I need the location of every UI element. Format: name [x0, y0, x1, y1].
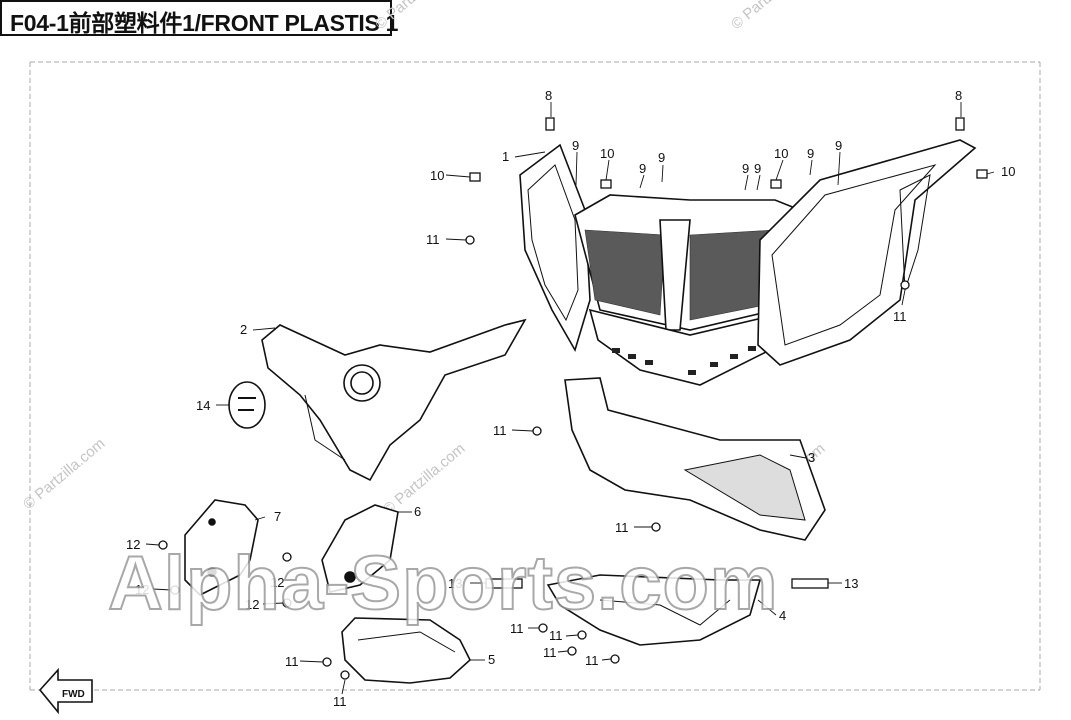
fwd-arrow-icon [38, 667, 93, 715]
fasteners [158, 117, 988, 680]
callout-9: 9 [639, 161, 646, 176]
callout-11: 11 [543, 645, 557, 660]
callout-2: 2 [240, 322, 247, 337]
callout-4: 4 [779, 608, 786, 623]
skid-plate-4 [546, 574, 762, 646]
callout-10: 10 [600, 146, 614, 161]
callout-13: 13 [844, 576, 858, 591]
callout-11: 11 [615, 520, 629, 535]
callout-7: 7 [274, 509, 281, 524]
callout-12: 12 [135, 582, 149, 597]
callout-6: 6 [414, 504, 421, 519]
callout-10: 10 [430, 168, 444, 183]
callout-1: 1 [502, 149, 509, 164]
fwd-label: FWD [62, 689, 85, 700]
callout-10: 10 [1001, 164, 1015, 179]
callout-labels: 1 2 3 4 5 6 7 8 8 9 9 9 9 9 9 9 10 10 10… [126, 88, 1015, 709]
callout-9: 9 [807, 146, 814, 161]
callout-12: 12 [126, 537, 140, 552]
leader-lines [145, 102, 995, 695]
callout-11: 11 [585, 653, 599, 668]
callout-3: 3 [808, 450, 815, 465]
callout-9: 9 [754, 161, 761, 176]
callout-11: 11 [549, 628, 563, 643]
callout-12: 12 [245, 597, 259, 612]
callout-11: 11 [510, 621, 524, 636]
callout-13: 13 [448, 576, 462, 591]
callout-12: 12 [270, 575, 284, 590]
front-fascia-part [519, 139, 977, 386]
callout-11: 11 [493, 423, 507, 438]
dashed-frame [29, 61, 1041, 691]
callout-9: 9 [835, 138, 842, 153]
emblem-part [228, 381, 266, 429]
lower-side-panel-part [564, 377, 826, 541]
lower-guard-5 [341, 617, 471, 684]
callout-9: 9 [658, 150, 665, 165]
callout-11: 11 [285, 654, 299, 669]
alpha-sports-watermark: Alpha-Sports.com [107, 540, 779, 627]
callout-9: 9 [742, 161, 749, 176]
bracket-cover-6 [321, 504, 399, 593]
callout-11: 11 [893, 309, 907, 324]
callout-9: 9 [572, 138, 579, 153]
callout-8: 8 [955, 88, 962, 103]
callout-10: 10 [774, 146, 788, 161]
callout-5: 5 [488, 652, 495, 667]
callout-8: 8 [545, 88, 552, 103]
callout-14: 14 [196, 398, 210, 413]
title-box: F04-1前部塑料件1/FRONT PLASTIS 1 [0, 0, 398, 36]
callout-11: 11 [333, 694, 347, 709]
callout-11: 11 [426, 232, 440, 247]
page-title: F04-1前部塑料件1/FRONT PLASTIS 1 [10, 10, 399, 36]
bracket-cover-7 [184, 499, 259, 596]
upper-trim-part [261, 318, 527, 482]
